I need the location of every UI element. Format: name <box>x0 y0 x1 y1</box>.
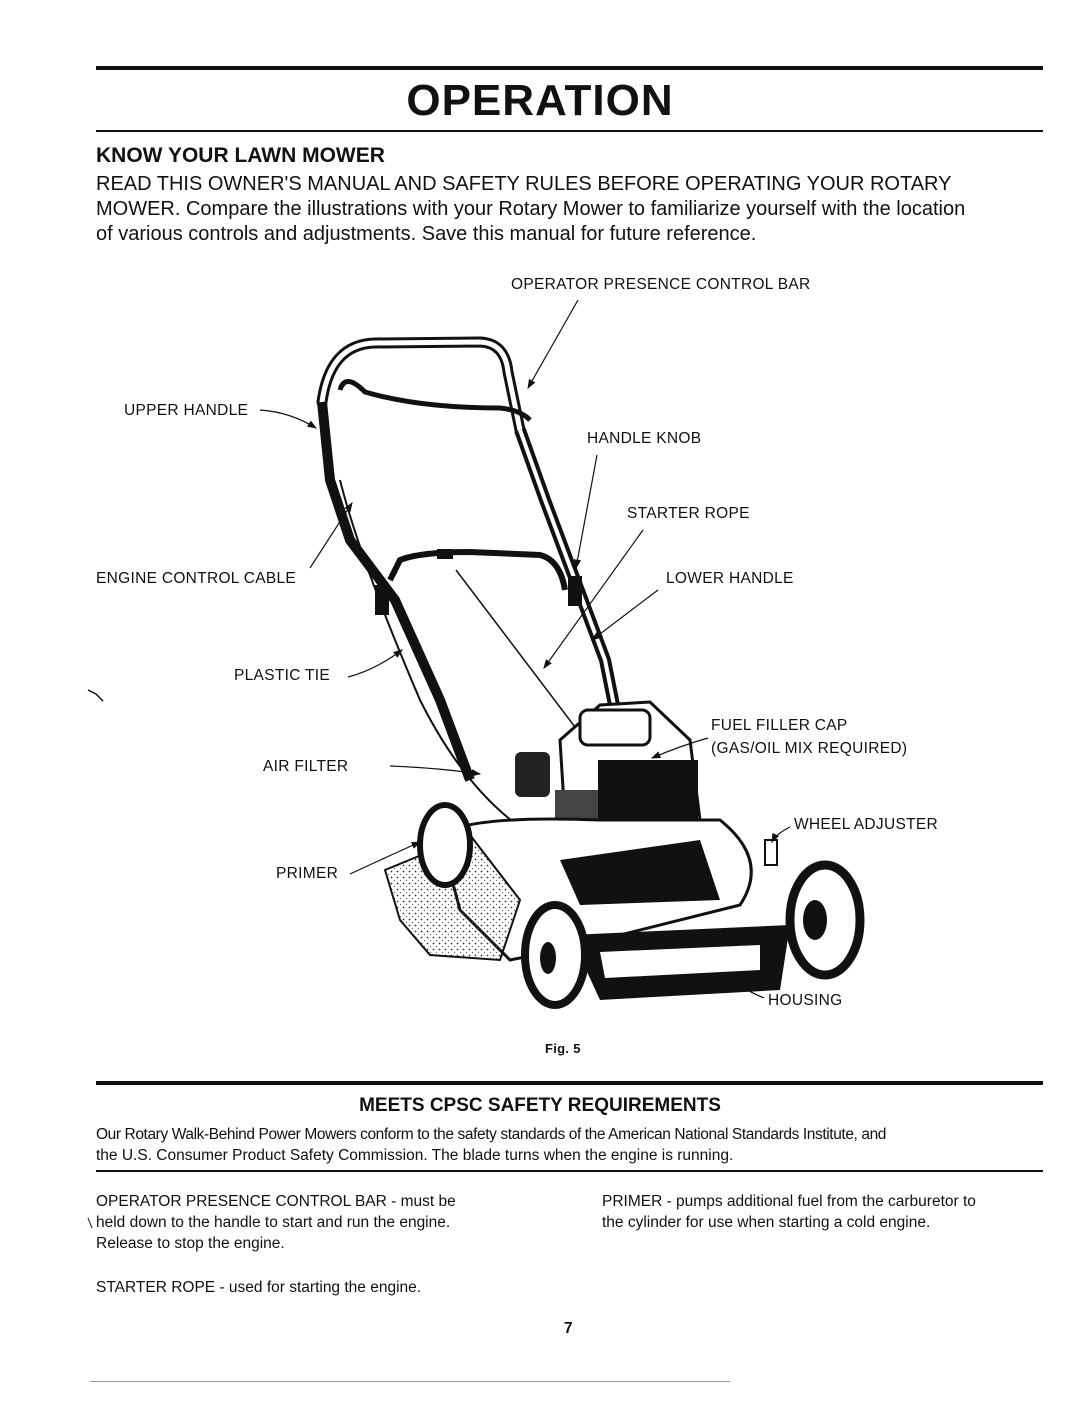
def-starter-rope: STARTER ROPE - used for starting the eng… <box>96 1279 422 1296</box>
section-rule-top <box>96 1081 1043 1085</box>
intro-line-2: MOWER. Compare the illustrations with yo… <box>96 198 966 220</box>
label-wheel-adjuster: WHEEL ADJUSTER <box>794 816 939 833</box>
label-gas-oil-mix: (GAS/OIL MIX REQUIRED) <box>711 740 908 757</box>
section-rule-bottom <box>96 1170 1043 1172</box>
intro-line-1: READ THIS OWNER'S MANUAL AND SAFETY RULE… <box>96 173 952 195</box>
label-upper-handle: UPPER HANDLE <box>124 402 249 419</box>
page-number: 7 <box>564 1320 573 1337</box>
def-opc-line-2: held down to the handle to start and run… <box>96 1214 451 1231</box>
section-heading-cpsc: MEETS CPSC SAFETY REQUIREMENTS <box>0 1095 1080 1117</box>
label-starter-rope: STARTER ROPE <box>627 505 750 522</box>
label-primer: PRIMER <box>276 865 339 882</box>
def-primer-line-1: PRIMER - pumps additional fuel from the … <box>602 1193 976 1210</box>
label-air-filter: AIR FILTER <box>263 758 349 775</box>
label-housing: HOUSING <box>768 992 843 1009</box>
cpsc-line-2: the U.S. Consumer Product Safety Commiss… <box>96 1147 734 1164</box>
label-lower-handle: LOWER HANDLE <box>666 570 794 587</box>
top-rule <box>96 66 1043 70</box>
label-fuel-filler-cap: FUEL FILLER CAP <box>711 717 848 734</box>
label-operator-presence-control-bar: OPERATOR PRESENCE CONTROL BAR <box>511 276 811 293</box>
def-primer-line-2: the cylinder for use when starting a col… <box>602 1214 931 1231</box>
bottom-rule <box>90 1381 730 1382</box>
figure-caption: Fig. 5 <box>545 1041 581 1056</box>
cpsc-line-1: Our Rotary Walk-Behind Power Mowers conf… <box>96 1126 887 1143</box>
def-opc-line-3: Release to stop the engine. <box>96 1235 285 1252</box>
heading-text: MEETS CPSC SAFETY REQUIREMENTS <box>359 1095 721 1116</box>
label-handle-knob: HANDLE KNOB <box>587 430 702 447</box>
label-plastic-tie: PLASTIC TIE <box>234 667 331 684</box>
def-opc-line-1: OPERATOR PRESENCE CONTROL BAR - must be <box>96 1193 456 1210</box>
section-heading-know-your-mower: KNOW YOUR LAWN MOWER <box>96 144 385 168</box>
heading-text: KNOW YOUR LAWN MOWER <box>96 144 385 167</box>
label-engine-control-cable: ENGINE CONTROL CABLE <box>96 570 297 587</box>
title-underline <box>96 130 1043 132</box>
page-title: OPERATION <box>406 76 674 125</box>
intro-line-3: of various controls and adjustments. Sav… <box>96 223 757 245</box>
